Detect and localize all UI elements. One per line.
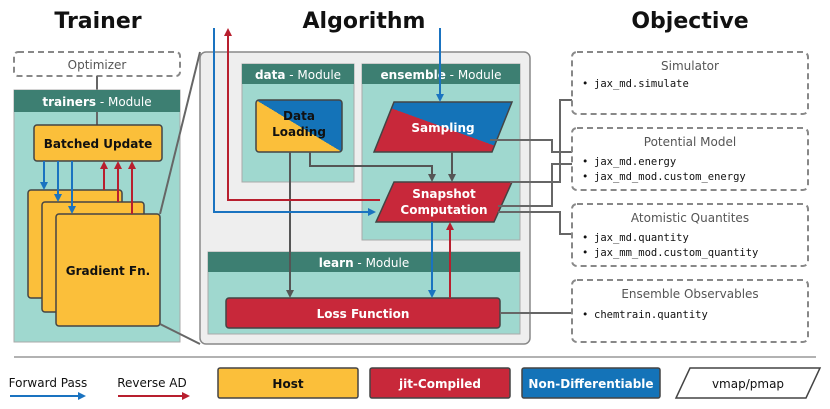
learn-module-suffix: - Module: [354, 256, 410, 270]
header-algorithm: Algorithm: [303, 9, 426, 34]
potential-item-2: jax_md_mod.custom_energy: [594, 171, 746, 183]
batched-update-box: [33, 124, 163, 162]
loss-function-label: Loss Function: [317, 307, 410, 321]
atomistic-item-1: jax_md.quantity: [594, 232, 689, 244]
data-module-suffix: - Module: [285, 68, 341, 82]
svg-text:•: •: [582, 78, 588, 90]
batched-update-label: Batched Update: [44, 137, 152, 151]
observables-item: chemtrain.quantity: [594, 309, 708, 321]
legend-reverse-label: Reverse AD: [117, 376, 187, 390]
header-objective: Objective: [631, 9, 748, 34]
legend-host: [217, 367, 359, 399]
sampling-label: Sampling: [411, 121, 474, 135]
svg-text:ensemble - Module: ensemble - Module: [381, 68, 502, 82]
header-trainer: Trainer: [54, 9, 141, 34]
potential-model-box: [571, 127, 809, 191]
snapshot-line1: Snapshot: [412, 187, 476, 201]
ensemble-module-name: ensemble: [381, 68, 446, 82]
sampling-box: [372, 101, 514, 153]
svg-text:•: •: [582, 247, 588, 259]
svg-text:•: •: [582, 309, 588, 321]
legend-forward-label: Forward Pass: [9, 376, 88, 390]
svg-text:•: •: [582, 171, 588, 183]
data-loading-line1: Data: [283, 109, 315, 123]
reverse-output-arrow: [224, 28, 380, 201]
trainers-module-name: trainers: [42, 95, 96, 109]
trainers-module-header: [14, 90, 180, 112]
data-loading-box: [255, 99, 343, 153]
legend-nondiff: [521, 367, 661, 399]
atomistic-title: Atomistic Quantites: [631, 211, 749, 225]
svg-text:trainers - Module: trainers - Module: [42, 95, 151, 109]
legend-jit: [369, 367, 511, 399]
potential-item-1: jax_md.energy: [594, 156, 676, 168]
legend-vmap: [674, 367, 822, 399]
atomistic-item-2: jax_mm_mod.custom_quantity: [594, 247, 758, 259]
trainers-module-suffix: - Module: [96, 95, 152, 109]
simulator-title: Simulator: [661, 59, 719, 73]
observables-title: Ensemble Observables: [621, 287, 758, 301]
atomistic-quantities-box: [571, 203, 809, 267]
svg-text:learn - Module: learn - Module: [319, 256, 409, 270]
gradient-fn-label: Gradient Fn.: [66, 264, 150, 278]
data-to-snapshot-arrow: [309, 152, 436, 182]
legend-host-label: Host: [272, 377, 303, 391]
ensemble-observables-box: [571, 279, 809, 343]
simulator-item: jax_md.simulate: [594, 78, 689, 90]
svg-text:•: •: [582, 232, 588, 244]
potential-model-title: Potential Model: [644, 135, 736, 149]
svg-text:•: •: [582, 156, 588, 168]
ensemble-module-suffix: - Module: [446, 68, 502, 82]
snapshot-line2: Computation: [400, 203, 487, 217]
gradient-fn-box: [55, 213, 161, 327]
simulator-box: [571, 51, 809, 115]
data-module-name: data: [255, 68, 286, 82]
legend-jit-label: jit-Compiled: [398, 377, 481, 391]
svg-text:data - Module: data - Module: [255, 68, 341, 82]
legend-nondiff-label: Non-Differentiable: [528, 377, 653, 391]
learn-module-name: learn: [319, 256, 354, 270]
snapshot-computation-box: [374, 181, 514, 223]
data-loading-line2: Loading: [272, 125, 326, 139]
forward-input-arrow: [213, 28, 376, 216]
legend-vmap-label: vmap/pmap: [712, 377, 784, 391]
optimizer-label: Optimizer: [68, 58, 127, 72]
